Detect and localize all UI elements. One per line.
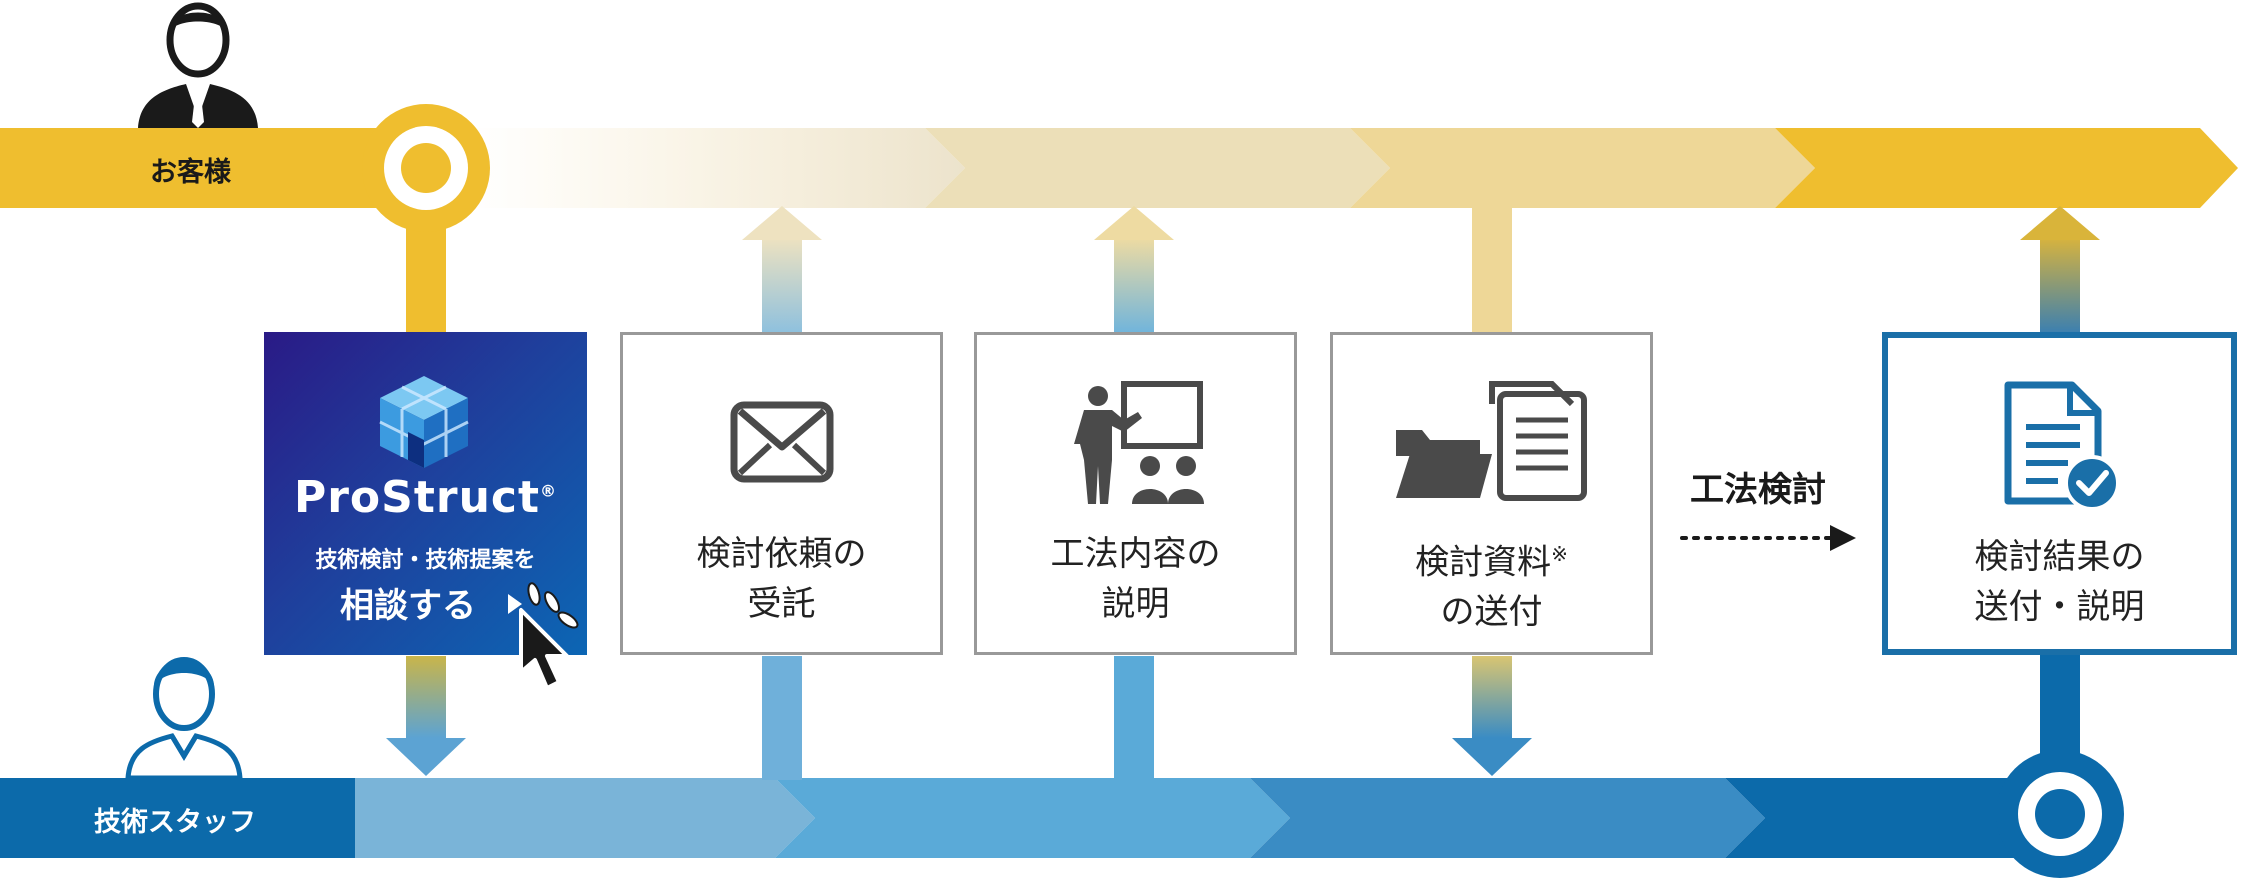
dotted-arrow-icon xyxy=(1680,525,1856,551)
prostruct-consult-button[interactable]: ProStruct® 技術検討・技術提案を 相談する xyxy=(264,332,587,655)
staff-segment-2 xyxy=(775,778,1290,858)
arrow-down-step-3 xyxy=(1452,206,1532,776)
review-label: 工法検討 xyxy=(1690,470,1826,510)
presenter-icon xyxy=(1068,377,1204,507)
arrow-up-step-2 xyxy=(1094,206,1174,780)
step-explain-label: 工法内容の 説明 xyxy=(1050,534,1221,624)
arrow-down-start xyxy=(386,656,466,776)
step-request-label: 検討依頼の 受託 xyxy=(696,534,867,624)
step-request-box: 検討依頼の 受託 xyxy=(620,332,943,655)
play-arrow-icon xyxy=(508,594,522,614)
customer-lane-start xyxy=(0,128,380,208)
staff-segment-3 xyxy=(1250,778,1765,858)
customer-person-icon xyxy=(138,2,258,128)
customer-segment-1 xyxy=(470,128,965,208)
staff-person-icon xyxy=(125,657,243,781)
arrow-up-step-1 xyxy=(742,206,822,780)
customer-start-node xyxy=(362,104,490,232)
prostruct-tagline: 技術検討・技術提案を xyxy=(315,548,536,573)
prostruct-brand: ProStruct® xyxy=(293,472,558,523)
customer-lane-label: お客様 xyxy=(150,157,231,188)
step-results-box: 検討結果の 送付・説明 xyxy=(1882,332,2237,655)
staff-segment-4 xyxy=(1725,778,2020,858)
step-results-label: 検討結果の 送付・説明 xyxy=(1974,537,2145,627)
staff-lane xyxy=(0,778,2020,858)
customer-segment-4 xyxy=(1775,128,2238,208)
staff-lane-start xyxy=(0,778,358,858)
staff-segment-1 xyxy=(355,778,815,858)
consult-label: 相談する xyxy=(340,586,476,626)
document-check-icon xyxy=(1998,380,2122,511)
folder-documents-icon xyxy=(1392,377,1592,507)
customer-segment-2 xyxy=(925,128,1390,208)
click-sparks-icon xyxy=(527,582,579,629)
mouse-cursor-icon xyxy=(519,608,569,690)
customer-lane xyxy=(0,128,2238,208)
step-materials-box: 検討資料※ の送付 xyxy=(1330,332,1653,655)
customer-segment-3 xyxy=(1350,128,1815,208)
step-materials-label: 検討資料※ の送付 xyxy=(1415,542,1568,633)
staff-end-node xyxy=(1996,750,2124,878)
staff-lane-label: 技術スタッフ xyxy=(94,807,256,838)
envelope-icon xyxy=(730,377,834,507)
prostruct-cube-icon xyxy=(379,376,469,468)
step-explain-box: 工法内容の 説明 xyxy=(974,332,1297,655)
